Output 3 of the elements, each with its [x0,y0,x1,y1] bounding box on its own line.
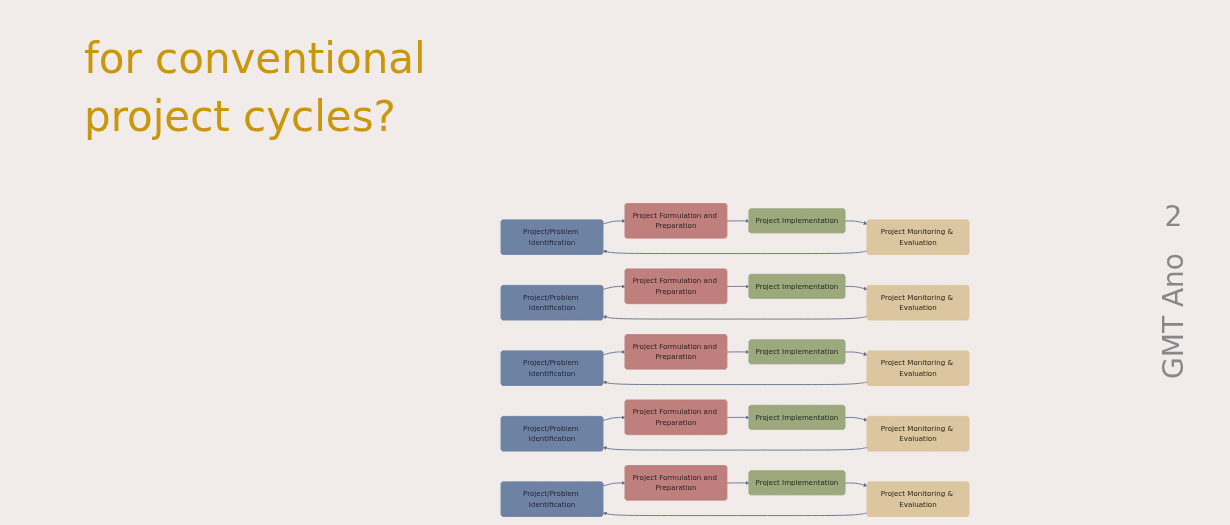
axis-tick-label: 2 [1164,200,1183,233]
axis-title: GMT Ano [1157,253,1190,379]
slide-title: for conventional project cycles? [84,33,427,143]
